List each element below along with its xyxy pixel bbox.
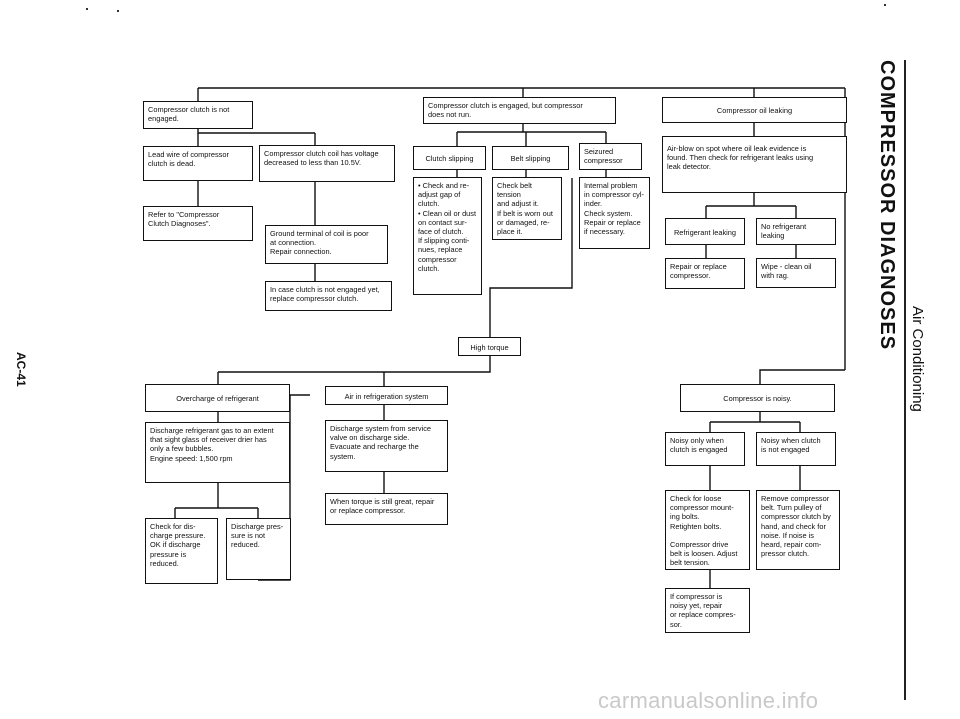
node-refer-clutch-diagnoses: Refer to "Compressor Clutch Diagnoses". bbox=[143, 206, 253, 241]
node-clutch-not-engaged: Compressor clutch is not engaged. bbox=[143, 101, 253, 129]
node-high-torque: High torque bbox=[458, 337, 521, 356]
node-torque-still-great: When torque is still great, repair or re… bbox=[325, 493, 448, 525]
node-clutch-slipping-fix: • Check and re- adjust gap of clutch. • … bbox=[413, 177, 482, 295]
node-repair-replace: Repair or replace compressor. bbox=[665, 258, 745, 289]
watermark-text: carmanualsonline.info bbox=[598, 688, 819, 713]
node-air-blow: Air-blow on spot where oil leak evidence… bbox=[662, 136, 847, 193]
page-number: AC-41 bbox=[14, 352, 28, 387]
node-belt-fix: Check belt tension and adjust it. If bel… bbox=[492, 177, 562, 240]
node-check-loose-bolts: Check for loose compressor mount- ing bo… bbox=[665, 490, 750, 570]
node-check-discharge: Check for dis- charge pressure. OK if di… bbox=[145, 518, 218, 584]
node-wipe-clean: Wipe - clean oil with rag. bbox=[756, 258, 836, 288]
node-oil-leaking: Compressor oil leaking bbox=[662, 97, 847, 123]
node-lead-wire-dead: Lead wire of compressor clutch is dead. bbox=[143, 146, 253, 181]
section-title: Air Conditioning bbox=[909, 306, 926, 412]
node-internal-problem: Internal problem in compressor cyl- inde… bbox=[579, 177, 650, 249]
node-still-noisy: If compressor is noisy yet, repair or re… bbox=[665, 588, 750, 633]
page-title: COMPRESSOR DIAGNOSES bbox=[876, 60, 898, 351]
node-compressor-noisy: Compressor is noisy. bbox=[680, 384, 835, 412]
node-discharge-system: Discharge system from service valve on d… bbox=[325, 420, 448, 472]
node-belt-slipping: Belt slipping bbox=[492, 146, 569, 170]
node-ground-terminal: Ground terminal of coil is poor at conne… bbox=[265, 225, 388, 264]
node-clutch-engaged-no-run: Compressor clutch is engaged, but compre… bbox=[423, 97, 616, 124]
node-noisy-engaged: Noisy only when clutch is engaged bbox=[665, 432, 745, 466]
scan-speck bbox=[884, 4, 886, 6]
scan-speck bbox=[86, 8, 88, 10]
scan-speck bbox=[117, 10, 119, 12]
node-noisy-not-engaged: Noisy when clutch is not engaged bbox=[756, 432, 836, 466]
node-seized-compressor: Seizured compressor bbox=[579, 143, 642, 170]
node-clutch-slipping: Clutch slipping bbox=[413, 146, 486, 170]
node-coil-voltage: Compressor clutch coil has voltage decre… bbox=[259, 145, 395, 182]
node-remove-compressor-belt: Remove compressor belt. Turn pulley of c… bbox=[756, 490, 840, 570]
node-pressure-not-reduced: Discharge pres- sure is not reduced. bbox=[226, 518, 291, 580]
node-air-in-system: Air in refrigeration system bbox=[325, 386, 448, 405]
node-refrigerant-leaking: Refrigerant leaking bbox=[665, 218, 745, 245]
node-overcharge: Overcharge of refrigerant bbox=[145, 384, 290, 412]
margin-rule bbox=[904, 60, 906, 700]
node-replace-clutch: In case clutch is not engaged yet, repla… bbox=[265, 281, 392, 311]
node-no-refrigerant-leaking: No refrigerant leaking bbox=[756, 218, 836, 245]
node-discharge-gas: Discharge refrigerant gas to an extent t… bbox=[145, 422, 290, 483]
